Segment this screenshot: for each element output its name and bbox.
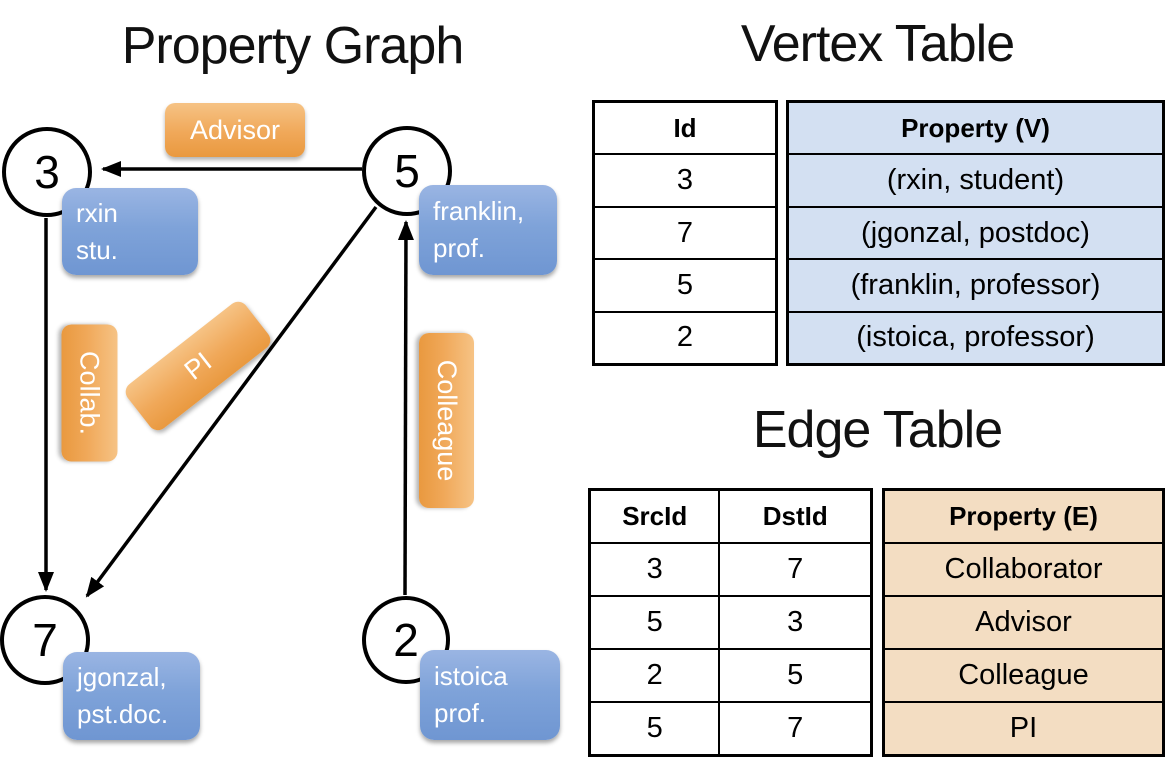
vertex-property-cell: (franklin, professor) [789, 258, 1162, 310]
edge-label-colleague: Colleague [419, 333, 474, 508]
vertex-property-line: istoica [434, 661, 508, 691]
vertex-property-line: stu. [76, 234, 118, 265]
edge-property-cell: PI [885, 701, 1162, 754]
graph-node-5: 5 [362, 126, 452, 216]
edge-table-title: Edge Table [752, 401, 1003, 459]
edge-property-cell: Advisor [885, 595, 1162, 648]
vertex-property-line: prof. [433, 233, 486, 263]
edge-dst-cell: 7 [787, 553, 804, 585]
edge-src-cell: 2 [591, 650, 721, 701]
edge-table-property-column: Property (E) Collaborator Advisor Collea… [882, 488, 1165, 757]
edge-label-collab: Collab. [61, 324, 118, 462]
vertex-property-box-rxin: rxin stu. [62, 188, 198, 275]
vertex-property-line: pst.doc. [77, 699, 169, 729]
vertex-property-box-franklin: franklin, prof. [419, 185, 557, 275]
vertex-property-cell: (jgonzal, postdoc) [789, 205, 1162, 258]
edge-table-row: 5 7 [591, 701, 870, 754]
edge-label-advisor: Advisor [165, 103, 305, 157]
edge-table-header-srcid: SrcId [591, 491, 721, 542]
vertex-property-line: jgonzal, [77, 662, 167, 692]
node-id-label: 7 [32, 614, 58, 666]
edge-dst-cell: 5 [787, 659, 804, 691]
vertex-property-box-jgonzal: jgonzal, pst.doc. [63, 652, 200, 740]
vertex-id-cell: 5 [595, 258, 775, 310]
vertex-id-cell: 7 [595, 205, 775, 258]
vertex-property-cell: (rxin, student) [789, 153, 1162, 205]
edge-table: SrcId DstId 3 7 5 3 2 5 5 7 Property (E)… [588, 488, 1165, 757]
edge-2-to-5 [397, 220, 414, 596]
edge-property-cell: Colleague [885, 648, 1162, 701]
edge-label-pi: PI [121, 297, 275, 435]
vertex-property-cell: (istoica, professor) [789, 310, 1162, 363]
edge-dst-cell: 3 [787, 606, 804, 638]
edge-src-cell: 5 [591, 703, 721, 754]
vertex-table-id-column: Id 3 7 5 2 [592, 100, 778, 366]
vertex-property-box-istoica: istoica prof. [420, 650, 560, 740]
vertex-id-cell: 2 [595, 310, 775, 363]
vertex-property-line: rxin [76, 197, 118, 228]
vertex-table-property-column: Property (V) (rxin, student) (jgonzal, p… [786, 100, 1165, 366]
graph-title: Property Graph [121, 17, 465, 75]
node-id-label: 5 [394, 145, 420, 197]
graph-node-3: 3 [2, 127, 92, 217]
edge-dst-cell: 7 [787, 712, 804, 744]
vertex-property-line: franklin, [433, 196, 525, 226]
edge-table-row: 5 3 [591, 595, 870, 648]
edge-property-cell: Collaborator [885, 542, 1162, 595]
edge-table-header-row: SrcId DstId [591, 491, 870, 542]
vertex-table-header-property: Property (V) [901, 112, 1050, 143]
node-id-label: 3 [34, 146, 60, 198]
vertex-table: Id 3 7 5 2 Property (V) (rxin, student) … [592, 100, 1165, 366]
edge-src-cell: 5 [591, 597, 721, 648]
vertex-id-cell: 3 [595, 153, 775, 205]
vertex-table-title: Vertex Table [740, 15, 1015, 73]
edge-table-header-property: Property (E) [949, 501, 1098, 531]
node-id-label: 2 [393, 614, 419, 666]
edge-src-cell: 3 [591, 544, 721, 595]
vertex-table-header-id: Id [673, 112, 697, 143]
edge-table-row: 3 7 [591, 542, 870, 595]
edge-table-id-columns: SrcId DstId 3 7 5 3 2 5 5 7 [588, 488, 873, 757]
edge-table-row: 2 5 [591, 648, 870, 701]
edge-table-header-dstid: DstId [762, 501, 828, 531]
vertex-property-line: prof. [434, 698, 487, 728]
